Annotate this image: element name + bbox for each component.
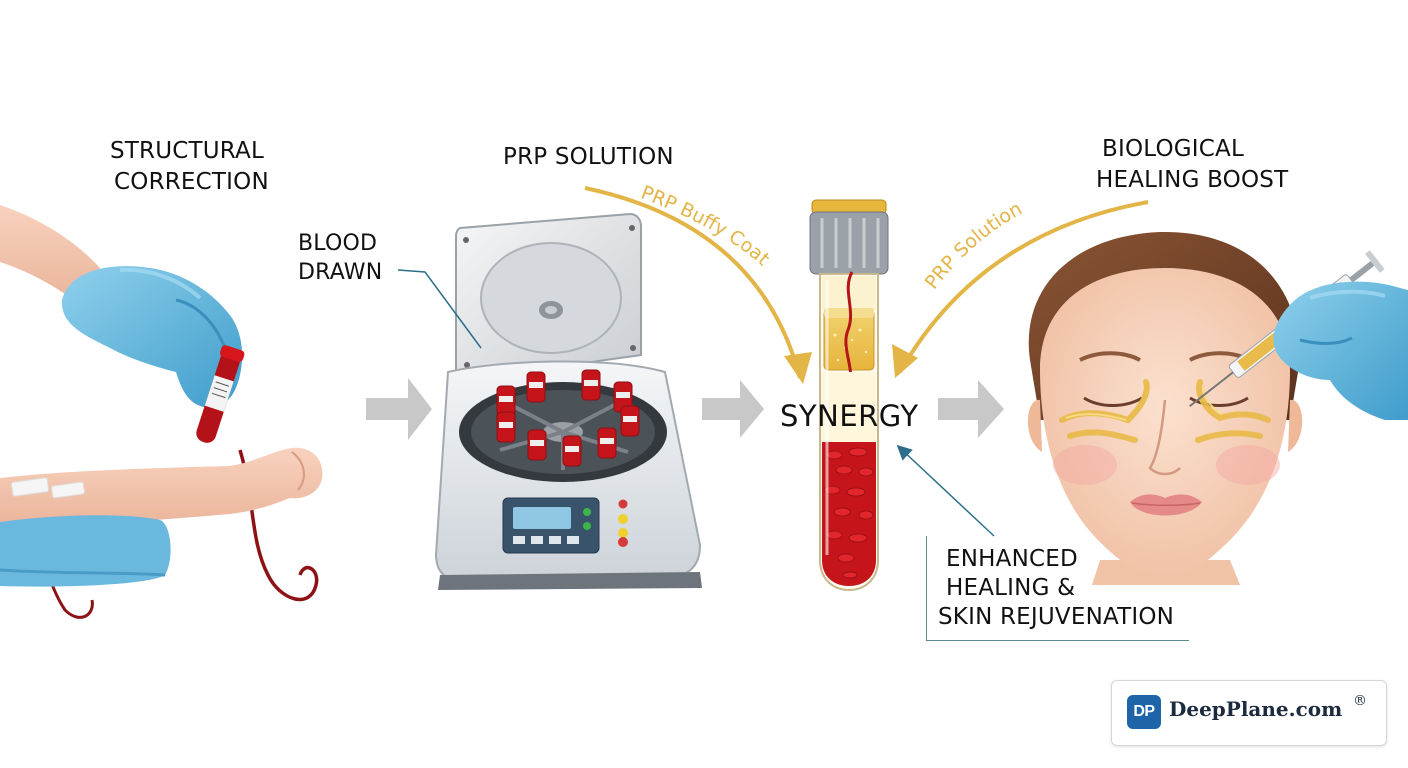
structural-correction-label: STRUCTURAL CORRECTION <box>110 138 269 195</box>
centrifuge-illustration <box>434 212 702 590</box>
registered-mark: ® <box>1353 693 1367 709</box>
step-arrow-1 <box>366 378 432 440</box>
blood-draw-arm-illustration <box>0 205 323 619</box>
buffy-coat-arrow-label: PRP Buffy Coat <box>638 182 774 271</box>
synergy-label: SYNERGY <box>780 399 919 433</box>
prp-test-tube-illustration <box>809 199 889 592</box>
biological-healing-boost-label: BIOLOGICAL HEALING BOOST <box>1096 136 1289 193</box>
step-arrow-3 <box>938 380 1004 438</box>
logo-text: DeepPlane.com <box>1169 697 1343 721</box>
enhanced-healing-label: ENHANCED HEALING & SKIN REJUVENATION <box>938 546 1175 630</box>
step-arrow-2 <box>702 380 764 438</box>
enhanced-healing-frame <box>926 536 1189 641</box>
blood-drawn-label: BLOOD DRAWN <box>298 231 383 285</box>
face-injection-illustration <box>1027 231 1408 585</box>
enhanced-healing-pointer-line <box>896 444 995 537</box>
blood-drawn-pointer-line <box>397 269 482 349</box>
deepplane-logo: DP DeepPlane.com ® <box>1111 680 1387 746</box>
prp-solution-label: PRP SOLUTION <box>503 144 674 170</box>
logo-badge: DP <box>1127 695 1161 729</box>
